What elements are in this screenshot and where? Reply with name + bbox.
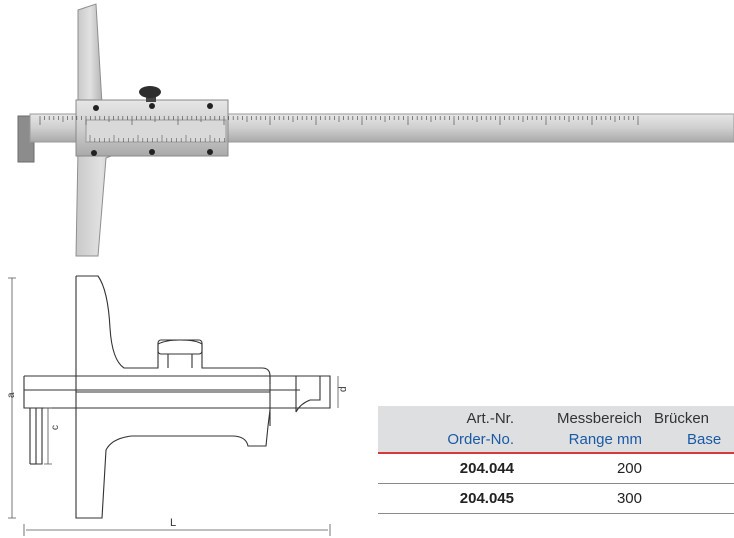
table-header-row: Art.-Nr. Order-No. Messbereich Range mm … (378, 406, 734, 454)
dimension-L: L (170, 517, 176, 529)
caliper-photo (17, 3, 734, 257)
caliper-base-top (77, 3, 103, 105)
cell-range: 200 (520, 453, 648, 484)
vernier-ticks (89, 135, 225, 142)
cell-art-nr: 204.045 (378, 483, 520, 514)
caliper-base-bottom (75, 149, 127, 257)
cell-base (648, 453, 734, 484)
dimension-d: d (338, 386, 349, 392)
locking-screw (139, 86, 161, 98)
header-label-en: Base (687, 431, 722, 448)
dimension-c: c (50, 425, 61, 430)
cell-art-nr: 204.044 (378, 453, 520, 484)
header-label-de: Brücken (654, 410, 710, 427)
cell-range: 300 (520, 483, 648, 514)
header-label-en: Range mm (568, 431, 642, 448)
cell-base (648, 483, 734, 514)
table-row: 204.045 300 (378, 483, 734, 514)
table-row: 204.044 200 (378, 453, 734, 484)
dimension-a: a (6, 392, 17, 398)
scale-ticks (39, 116, 639, 125)
spec-table: Art.-Nr. Order-No. Messbereich Range mm … (378, 406, 734, 514)
vernier-window (85, 119, 227, 143)
header-base: Brücken Base (648, 406, 734, 454)
header-label-en: Order-No. (447, 431, 514, 448)
header-label-de: Messbereich (556, 410, 642, 427)
header-art-nr: Art.-Nr. Order-No. (378, 406, 520, 454)
technical-drawing: a c d L (6, 275, 349, 536)
header-label-de: Art.-Nr. (466, 410, 515, 427)
header-range: Messbereich Range mm (520, 406, 648, 454)
